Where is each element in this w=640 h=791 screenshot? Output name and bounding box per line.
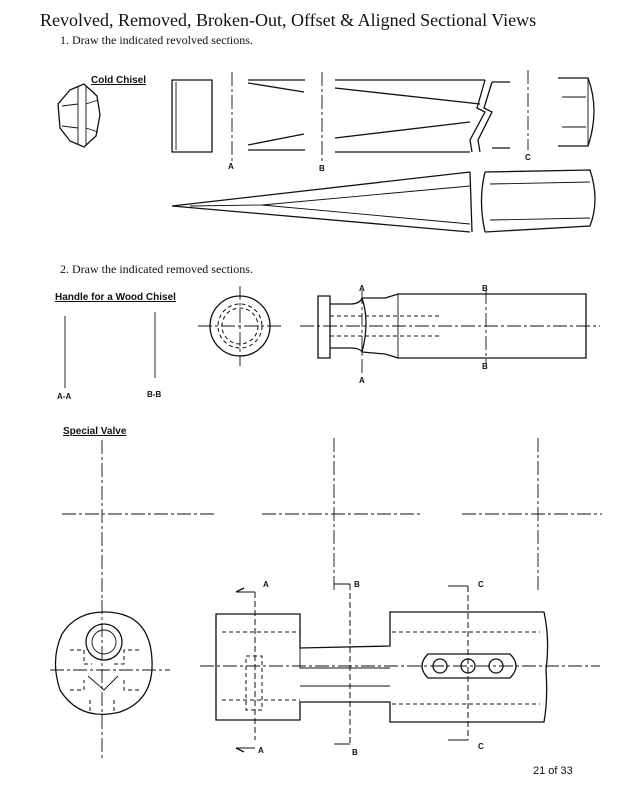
page-number: 21 of 33 [533,765,573,777]
section-label-aa: A-A [57,392,72,401]
cut-label-top-a: A [359,284,365,293]
cut-label-bottom-a: A [359,376,365,385]
cold-chisel-label: Cold Chisel [91,75,147,86]
cut-label-c: C [525,153,531,162]
cut-label-a: A [228,162,234,171]
section-label-bb: B-B [147,390,162,399]
valve-end-view [50,600,170,760]
cold-chisel-end-view [58,84,100,147]
wood-chisel-handle-label: Handle for a Wood Chisel [55,292,176,303]
special-valve-label: Special Valve [63,426,127,437]
cold-chisel-side-view [172,170,595,232]
cut-label-a-top: A [263,580,269,589]
handle-side-view [300,290,600,376]
cut-label-top-b: B [482,284,488,293]
cut-label-c-top: C [478,580,484,589]
cut-label-c-bottom: C [478,742,484,751]
page-title: Revolved, Removed, Broken-Out, Offset & … [40,10,537,30]
instruction-2: 2. Draw the indicated removed sections. [60,262,253,276]
cut-label-a-bottom: A [258,746,264,755]
cold-chisel-top-view [172,78,594,152]
cut-label-bottom-b: B [482,362,488,371]
handle-end-view [198,286,282,366]
cut-label-b-bottom: B [352,748,358,757]
instruction-1: 1. Draw the indicated revolved sections. [60,33,253,47]
valve-front-view [200,584,600,752]
cut-label-b-top: B [354,580,360,589]
cut-label-b: B [319,164,325,173]
